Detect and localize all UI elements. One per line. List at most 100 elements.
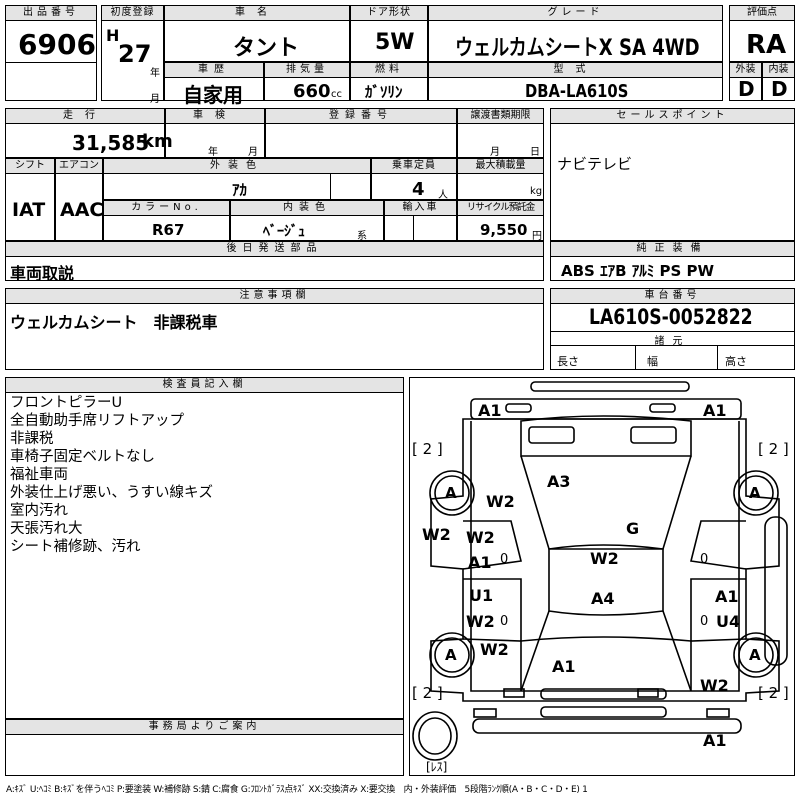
later-parts: 車両取説 — [10, 264, 75, 283]
inspector-line: 室内汚れ — [10, 503, 68, 519]
tire-front-left — [429, 470, 475, 516]
mark-w2-door: W2 — [466, 528, 495, 547]
dims-length: 長さ — [557, 355, 579, 368]
shift-label: シフト — [6, 159, 54, 174]
int-color-box: 内装色 ﾍﾞｰｼﾞｭ 系 — [230, 200, 384, 242]
mark-zero-3: 0 — [500, 614, 509, 629]
interior-score: D — [771, 77, 788, 101]
int-color: ﾍﾞｰｼﾞｭ — [263, 224, 305, 240]
front-bumper-shape — [530, 381, 690, 392]
inspector-line: 全自動助手席リフトアップ — [10, 413, 184, 429]
import-label: 輸入車 — [385, 201, 456, 216]
first-registration-year: 27 — [118, 40, 152, 68]
mark-u4: U4 — [716, 612, 741, 631]
ext-color: ｱｶ — [232, 181, 248, 199]
car-name-label: 車名 — [165, 6, 349, 21]
ext-color-label: 外装色 — [104, 159, 370, 174]
transfer-day-unit: 日 — [530, 147, 540, 158]
legend: A:ｷｽﾞ U:ﾍｺﾐ B:ｷｽﾞを伴うﾍｺﾐ P:要塗装 W:補修跡 S:錆 … — [6, 785, 588, 795]
model: DBA-LA610S — [525, 81, 629, 102]
mark-a1-door: A1 — [468, 553, 492, 572]
int-color-label: 内装色 — [231, 201, 383, 216]
aircon-box: エアコン AAC — [55, 158, 103, 241]
displacement-label: 排気量 — [265, 63, 349, 78]
mark-zero-4: 0 — [700, 614, 709, 629]
capacity-label: 乗車定員 — [372, 159, 456, 174]
inspector-line: 外装仕上げ悪い、うすい線キズ — [10, 485, 213, 501]
tire-count-fl: [ 2 ] — [412, 440, 443, 458]
chassis-label: 車台番号 — [551, 289, 794, 304]
inspector-box: 検査員記入欄 フロントピラーU 全自動助手席リフトアップ 非課税 車椅子固定ベル… — [5, 377, 404, 719]
mark-w2-front: W2 — [486, 492, 515, 511]
model-label: 型式 — [429, 63, 722, 78]
fuel-box: 燃料 ｶﾞｿﾘﾝ — [350, 62, 428, 101]
mark-a4: A4 — [591, 589, 615, 608]
first-registration-box: 初度登録 H 27 年 月 — [101, 5, 164, 105]
inspection-label: 車検 — [166, 109, 264, 124]
lot-number-label: 出品番号 — [6, 6, 96, 21]
capacity: 4 — [412, 179, 425, 200]
mark-zero-2: 0 — [700, 552, 709, 567]
mark-w2-roof: W2 — [590, 549, 619, 568]
capacity-box: 乗車定員 4 人 — [371, 158, 457, 201]
mark-a3: A3 — [547, 472, 571, 491]
sales-point-box: セールスポイント ナビテレビ — [550, 108, 795, 241]
equipment-box: 純正装備 ABS ｴｱB ｱﾙﾐ PS PW — [550, 241, 795, 281]
max-load-label: 最大積載量 — [458, 159, 543, 174]
sales-point-label: セールスポイント — [551, 109, 794, 124]
transfer-label: 譲渡書類期限 — [458, 109, 543, 124]
mark-a-rl: A — [445, 646, 457, 664]
notes: ウェルカムシート 非課税車 — [10, 313, 218, 332]
first-registration-label: 初度登録 — [102, 6, 163, 21]
mark-g: G — [626, 519, 640, 538]
capacity-unit: 人 — [438, 190, 448, 201]
history-box: 車歴 自家用 — [164, 62, 264, 107]
score-box: 評価点 RA — [729, 5, 795, 62]
inspection-box: 車検 年 月 — [165, 108, 265, 158]
color-no: R67 — [152, 221, 185, 239]
history: 自家用 — [183, 83, 243, 107]
later-parts-box: 後日発送部品 車両取説 — [5, 241, 544, 283]
office-label: 事務局よりご案内 — [6, 720, 403, 735]
transfer-month-unit: 月 — [490, 147, 500, 158]
interior-score-label: 内装 — [763, 63, 794, 78]
inspection-month-unit: 月 — [248, 147, 258, 158]
sales-point: ナビテレビ — [557, 155, 633, 173]
tire-rear-left — [429, 632, 475, 678]
tire-count-rr: [ 2 ] — [758, 684, 789, 702]
inspector-line: フロントピラーU — [10, 395, 123, 411]
recycle-box: リサイクル預託金 9,550 円 — [457, 200, 544, 242]
model-box: 型式 DBA-LA610S — [428, 62, 723, 102]
max-load-box: 最大積載量 kg — [457, 158, 544, 200]
notes-label: 注意事項欄 — [6, 289, 543, 304]
interior-score-box: 内装 D — [762, 62, 795, 101]
transfer-box: 譲渡書類期限 月 日 — [457, 108, 544, 158]
inspector-lines: フロントピラーU 全自動助手席リフトアップ 非課税 車椅子固定ベルトなし 福祉車… — [10, 394, 213, 556]
score-label: 評価点 — [730, 6, 794, 21]
registration-box: 登録番号 — [265, 108, 457, 158]
displacement-box: 排気量 660 cc — [264, 62, 350, 102]
car-name: タント — [233, 36, 300, 61]
tire-rear-right — [733, 632, 779, 678]
grade-box: グレード ウェルカムシートX SA 4WD — [428, 5, 723, 62]
lot-number-box: 出品番号 6906 — [5, 5, 97, 101]
inspector-line: 天張汚れ大 — [10, 521, 83, 537]
dims-width: 幅 — [647, 355, 658, 368]
mark-a1-bumper: A1 — [703, 731, 727, 750]
year-unit: 年 — [150, 68, 160, 79]
door-label: ドア形状 — [351, 6, 427, 21]
mark-a1-rdoor: A1 — [715, 587, 739, 606]
spare-tire — [412, 711, 458, 761]
mark-w2-corner: W2 — [700, 676, 729, 695]
overall-score: RA — [746, 30, 787, 60]
tire-front-right — [733, 470, 779, 516]
mark-a-rr: A — [749, 646, 761, 664]
mark-a1-left: A1 — [478, 401, 502, 420]
aircon-label: エアコン — [56, 159, 102, 174]
mark-a1-right: A1 — [703, 401, 727, 420]
int-color-suffix: 系 — [357, 231, 367, 242]
later-parts-label: 後日発送部品 — [6, 242, 543, 257]
mark-w2-rear: W2 — [480, 640, 509, 659]
chassis-number: LA610S-0052822 — [589, 305, 753, 329]
inspector-line: シート補修跡、汚れ — [10, 539, 141, 555]
